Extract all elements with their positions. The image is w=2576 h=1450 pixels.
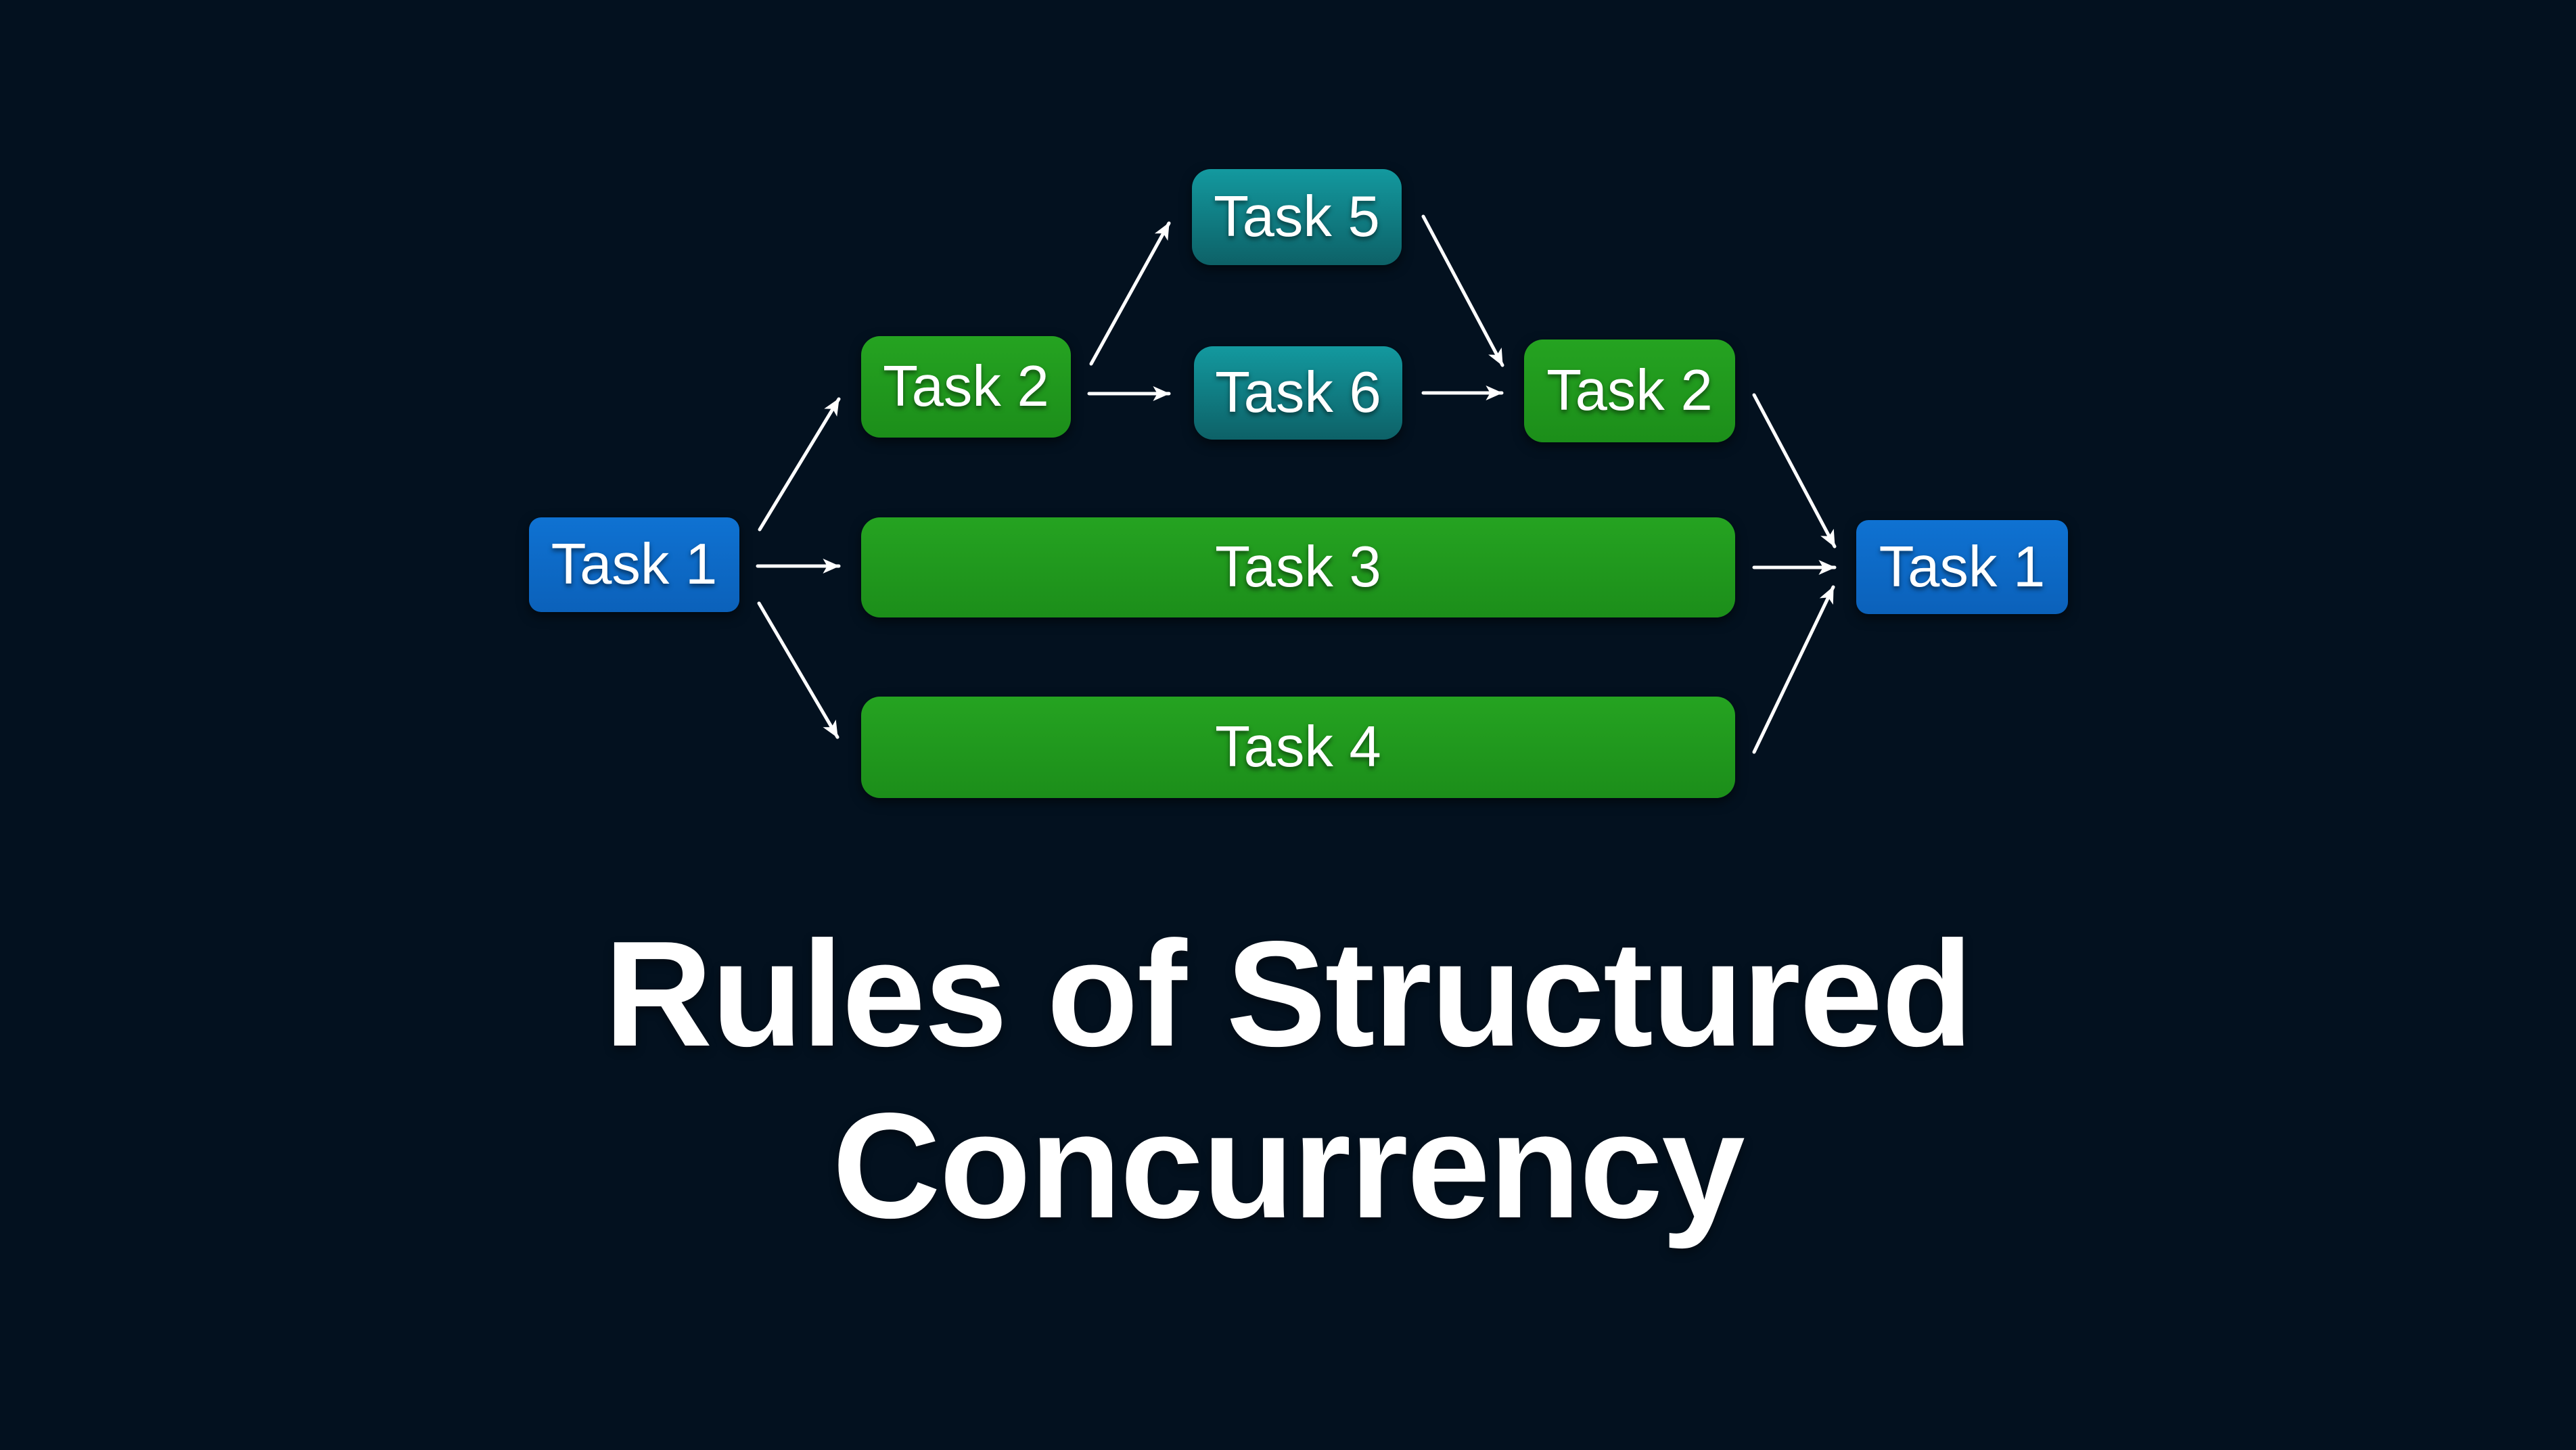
arrow-task2-upper-to-task5 xyxy=(1089,221,1171,366)
node-label-task3: Task 3 xyxy=(1215,535,1381,599)
slide-title-line2: Concurrency xyxy=(832,1082,1745,1250)
node-task1-left: Task 1 xyxy=(529,517,739,612)
node-task2-right: Task 2 xyxy=(1524,340,1735,442)
node-task5: Task 5 xyxy=(1192,169,1402,265)
node-label-task6: Task 6 xyxy=(1215,360,1381,425)
arrow-task1-left-to-task4 xyxy=(757,601,840,739)
slide-title-line1: Rules of Structured xyxy=(604,910,1973,1078)
node-label-task5: Task 5 xyxy=(1214,185,1380,249)
node-task3: Task 3 xyxy=(861,517,1735,617)
node-label-task2-right: Task 2 xyxy=(1546,358,1713,423)
arrow-task1-left-to-task2-upper xyxy=(758,397,841,532)
arrow-task4-to-task1-right xyxy=(1752,585,1835,754)
arrow-task2-right-to-task1-right xyxy=(1752,393,1837,548)
node-label-task1-right: Task 1 xyxy=(1879,534,2046,599)
edge-group xyxy=(756,214,1837,754)
node-task1-right: Task 1 xyxy=(1856,520,2068,614)
node-label-task4: Task 4 xyxy=(1215,715,1381,779)
node-task2-upper: Task 2 xyxy=(861,336,1071,438)
node-task4: Task 4 xyxy=(861,697,1735,798)
node-label-task1-left: Task 1 xyxy=(551,532,718,597)
arrow-task5-to-task2-right xyxy=(1421,214,1504,367)
node-label-task2-upper: Task 2 xyxy=(883,354,1049,419)
slide-title: Rules of Structured Concurrency xyxy=(0,908,2576,1252)
node-task6: Task 6 xyxy=(1194,346,1402,440)
